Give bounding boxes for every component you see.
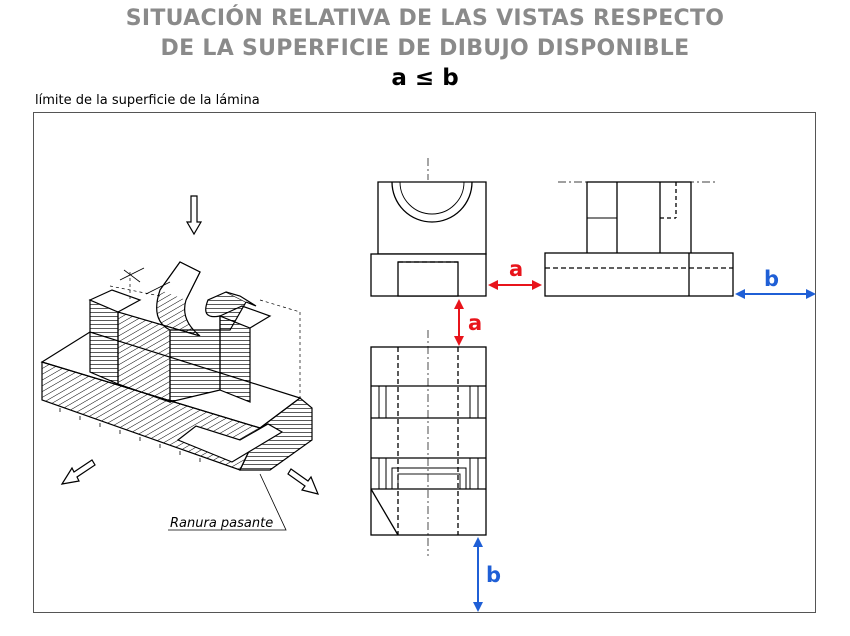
dimension-b-vertical bbox=[473, 537, 483, 612]
front-slot bbox=[397, 261, 459, 297]
side-base bbox=[544, 252, 734, 297]
top-outline bbox=[370, 346, 487, 536]
sheet-limit-caption: límite de la superficie de la lámina bbox=[35, 93, 260, 108]
title-line-2: DE LA SUPERFICIE DE DIBUJO DISPONIBLE bbox=[160, 36, 690, 61]
front-upper bbox=[377, 181, 487, 255]
relation-a: a bbox=[391, 65, 407, 91]
label-a-horizontal: a bbox=[509, 257, 523, 281]
sheet-border bbox=[33, 112, 816, 613]
front-view bbox=[370, 158, 487, 297]
side-view bbox=[544, 181, 734, 297]
top-view bbox=[370, 330, 487, 556]
annotation-leader bbox=[168, 473, 287, 531]
arrow-top-icon bbox=[185, 195, 203, 236]
dimension-a-vertical bbox=[454, 299, 464, 346]
dimension-b-horizontal bbox=[735, 289, 816, 299]
iso-right-arch-top bbox=[225, 291, 257, 307]
iso-annotation: Ranura pasante bbox=[170, 516, 273, 531]
relation-symbol: ≤ bbox=[414, 65, 435, 91]
front-arch bbox=[391, 181, 473, 223]
title-line-1: SITUACIÓN RELATIVA DE LAS VISTAS RESPECT… bbox=[125, 6, 725, 31]
iso-left-arch-top bbox=[159, 261, 201, 301]
label-b-horizontal: b bbox=[764, 267, 779, 291]
arrow-left-icon bbox=[60, 459, 96, 485]
label-a-vertical: a bbox=[468, 311, 482, 335]
iso-slot bbox=[176, 423, 284, 463]
relation-formula: a ≤ b bbox=[0, 65, 850, 91]
iso-left-block-front bbox=[89, 299, 119, 385]
label-b-vertical: b bbox=[486, 563, 501, 587]
arrow-right-icon bbox=[287, 468, 320, 495]
isometric-view bbox=[40, 195, 320, 531]
relation-b: b bbox=[442, 65, 459, 91]
iso-left-block-top bbox=[88, 289, 142, 313]
front-arch-inner bbox=[399, 181, 465, 215]
dimension-a-horizontal bbox=[488, 280, 542, 290]
